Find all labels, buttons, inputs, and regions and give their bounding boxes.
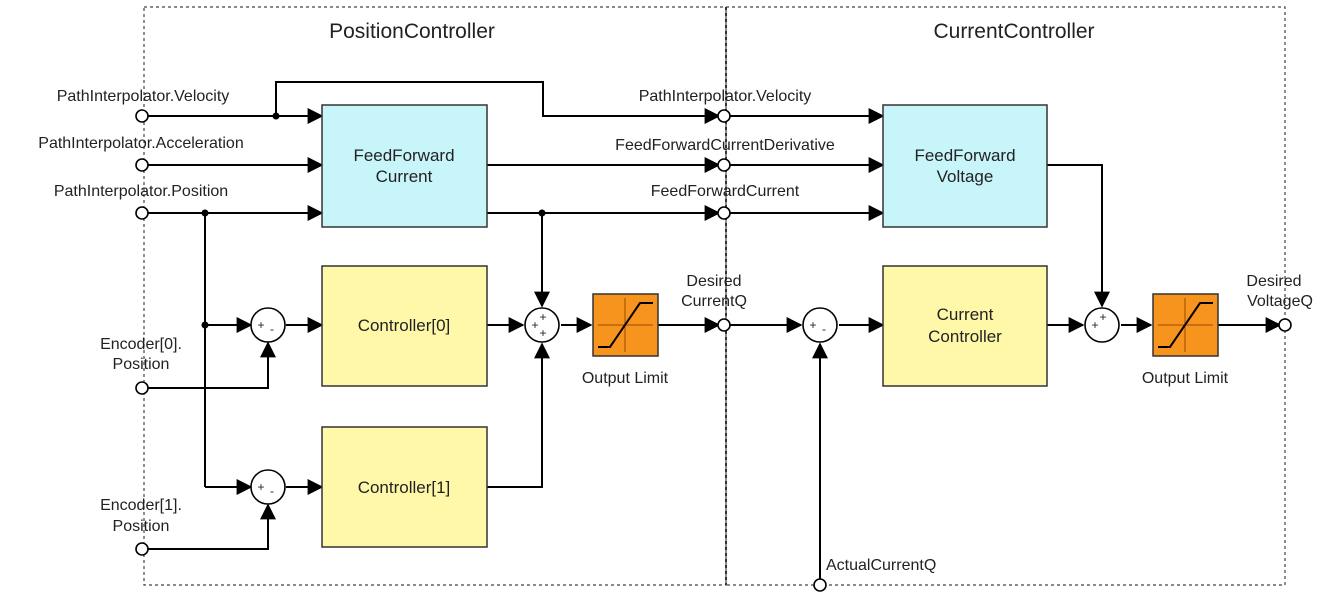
svg-text:-: - <box>270 484 274 498</box>
wire-velocity-bypass <box>275 81 721 124</box>
current-controller-frame <box>725 6 1286 586</box>
input-encoder1-label-1: Encoder[1]. <box>100 497 182 514</box>
port-interface-ffc-derivative[interactable] <box>717 158 731 172</box>
interface-ffc-label: FeedForwardCurrent <box>651 183 800 200</box>
svg-text:+: + <box>809 318 816 332</box>
current-controller-label-2: Controller <box>928 327 1002 346</box>
output-limit-2-block <box>1152 293 1219 357</box>
port-interface-velocity[interactable] <box>717 109 731 123</box>
wire-ctrl1-to-sumc <box>487 342 550 488</box>
desired-voltage-label-2: VoltageQ <box>1247 293 1313 310</box>
svg-text:+: + <box>257 318 264 332</box>
svg-text:-: - <box>822 322 826 336</box>
input-position-label: PathInterpolator.Position <box>54 183 228 200</box>
controller1-label: Controller[1] <box>358 478 451 497</box>
port-actual-current[interactable] <box>813 578 827 592</box>
output-limit-1-block <box>592 293 659 357</box>
sum-junction-current-error: + - <box>802 307 838 343</box>
port-encoder0[interactable] <box>135 381 149 395</box>
sum-junction-encoder1: + - <box>250 469 286 505</box>
interface-velocity-label: PathInterpolator.Velocity <box>639 88 812 105</box>
port-velocity[interactable] <box>135 109 149 123</box>
desired-current-label-1: Desired <box>686 273 741 290</box>
input-velocity-label: PathInterpolator.Velocity <box>57 88 230 105</box>
svg-text:+: + <box>257 480 264 494</box>
feedforward-voltage-label-1: FeedForward <box>914 146 1015 165</box>
svg-text:+: + <box>539 326 546 340</box>
port-encoder1[interactable] <box>135 542 149 556</box>
feedforward-current-label-1: FeedForward <box>353 146 454 165</box>
controller1-block <box>321 426 488 548</box>
position-controller-title: PositionController <box>329 20 495 43</box>
svg-text:+: + <box>1099 310 1106 324</box>
svg-text:+: + <box>1091 318 1098 332</box>
port-desired-current[interactable] <box>717 318 731 332</box>
actual-current-label: ActualCurrentQ <box>826 557 936 574</box>
svg-text:+: + <box>531 318 538 332</box>
wire-encoder0 <box>148 341 276 389</box>
output-limit-2-label: Output Limit <box>1142 370 1229 387</box>
interface-ffc-derivative-label: FeedForwardCurrentDerivative <box>615 137 835 154</box>
port-desired-voltage[interactable] <box>1278 318 1292 332</box>
port-acceleration[interactable] <box>135 158 149 172</box>
wire-ffv-to-sume <box>1047 164 1110 308</box>
feedforward-current-label-2: Current <box>376 167 433 186</box>
output-limit-1-label: Output Limit <box>582 370 669 387</box>
current-controller-block <box>882 265 1048 387</box>
svg-text:+: + <box>539 310 546 324</box>
current-controller-title: CurrentController <box>933 20 1094 43</box>
port-position[interactable] <box>135 206 149 220</box>
input-encoder1-label-2: Position <box>113 518 170 535</box>
feedforward-voltage-block <box>882 104 1048 228</box>
sum-junction-encoder0: + - <box>250 307 286 343</box>
controller0-block <box>321 265 488 387</box>
feedforward-current-block <box>321 104 488 228</box>
current-controller-label-1: Current <box>937 305 994 324</box>
controller0-label: Controller[0] <box>358 316 451 335</box>
input-acceleration-label: PathInterpolator.Acceleration <box>38 135 243 152</box>
input-encoder0-label-2: Position <box>113 356 170 373</box>
input-encoder0-label-1: Encoder[0]. <box>100 336 182 353</box>
desired-current-label-2: CurrentQ <box>681 293 747 310</box>
feedforward-voltage-label-2: Voltage <box>937 167 994 186</box>
junction-velocity <box>272 112 280 120</box>
junction-position-sum0 <box>201 321 209 329</box>
sum-junction-current: + + + <box>524 307 560 343</box>
svg-text:-: - <box>270 322 274 336</box>
port-interface-ffc[interactable] <box>717 206 731 220</box>
desired-voltage-label-1: Desired <box>1246 273 1301 290</box>
wire-encoder1 <box>148 503 276 550</box>
sum-junction-voltage: + + <box>1084 307 1120 343</box>
